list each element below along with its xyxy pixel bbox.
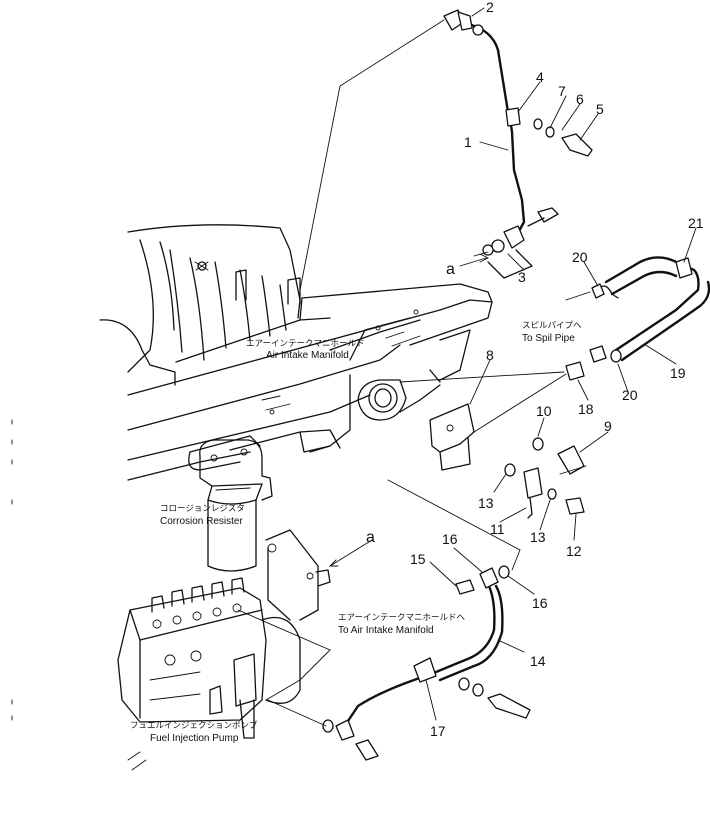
corrosion-resister-drawing	[199, 439, 331, 621]
spill-pipe-assembly	[399, 256, 710, 383]
callout-6: 6	[576, 91, 584, 107]
fuel-injection-pump-label-jp: フュエルインジェクションポンプ	[130, 721, 258, 731]
callout-16-left: 16	[442, 531, 458, 547]
callout-19: 19	[670, 365, 686, 381]
spill-pipe-label-jp: スピルパイプへ	[522, 321, 582, 331]
callout-9: 9	[604, 418, 612, 434]
callout-13-lower: 13	[530, 529, 546, 545]
spill-pipe-label-en: To Spil Pipe	[522, 333, 575, 344]
bracket-assembly	[387, 373, 587, 571]
corrosion-resister-label-jp: コロージョンレジスタ	[160, 504, 245, 514]
callout-3: 3	[518, 269, 526, 285]
callout-4: 4	[536, 69, 544, 85]
fuel-injection-pump-drawing	[117, 577, 301, 771]
corrosion-resister-label-en: Corrosion Resister	[160, 516, 243, 527]
callout-17: 17	[430, 723, 446, 739]
to-air-intake-label-jp: エアーインテークマニホールドへ	[338, 613, 465, 623]
callout-12: 12	[566, 543, 582, 559]
callout-1: 1	[464, 134, 472, 150]
lower-hose-assembly	[237, 565, 531, 761]
callout-20-lower: 20	[622, 387, 638, 403]
reference-a-top: a	[446, 261, 455, 278]
air-intake-manifold-drawing	[99, 224, 493, 481]
callout-5: 5	[596, 101, 604, 117]
callout-15: 15	[410, 551, 426, 567]
callout-8: 8	[486, 347, 494, 363]
air-intake-manifold-label-en: Air Intake Manifold	[266, 350, 349, 361]
reference-a-middle: a	[366, 529, 375, 546]
callout-7: 7	[558, 83, 566, 99]
callout-20-upper: 20	[572, 249, 588, 265]
reference-arrows	[11, 253, 490, 721]
callout-21: 21	[688, 215, 704, 231]
leader-lines	[425, 7, 697, 721]
callout-11: 11	[490, 521, 505, 537]
callout-2: 2	[486, 0, 494, 15]
callout-16-right: 16	[532, 595, 548, 611]
callout-10: 10	[536, 403, 552, 419]
callout-18: 18	[578, 401, 594, 417]
air-intake-manifold-label-jp: エアーインテークマニホールド	[246, 339, 365, 349]
fuel-injection-pump-label-en: Fuel Injection Pump	[150, 733, 239, 744]
callout-13-upper: 13	[478, 495, 494, 511]
upper-pipe-assembly	[299, 9, 593, 291]
to-air-intake-label-en: To Air Intake Manifold	[338, 625, 434, 636]
callout-14: 14	[530, 653, 546, 669]
